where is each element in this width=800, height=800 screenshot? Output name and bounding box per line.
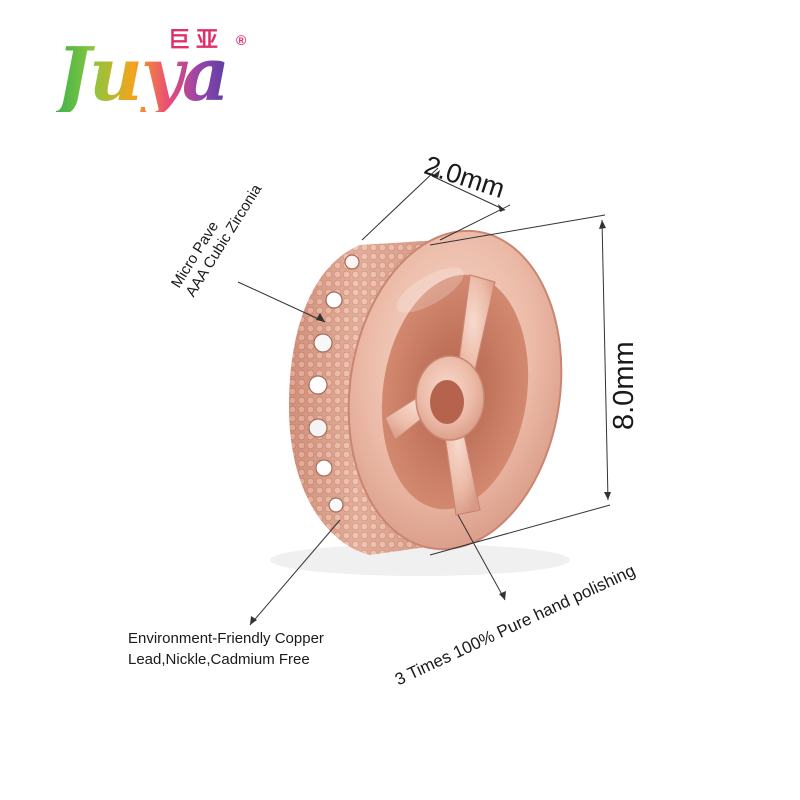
bead-face: [347, 229, 563, 551]
logo-chinese-text: 巨亚: [168, 28, 225, 53]
bead-shadow: [270, 544, 570, 576]
material-label: Environment-Friendly Copper Lead,Nickle,…: [128, 628, 324, 670]
logo-wordmark: Juya: [56, 32, 230, 118]
registered-mark: ®: [236, 32, 247, 48]
copper-line: Environment-Friendly Copper: [128, 630, 324, 647]
dimension-arrowheads: [250, 170, 611, 625]
brand-logo: Juya 巨亚 ®: [50, 22, 280, 132]
lead-free-line: Lead,Nickle,Cadmium Free: [128, 651, 310, 668]
dimension-lines: [237, 167, 611, 626]
gem-row: [308, 254, 360, 513]
bead-rim: [289, 240, 440, 555]
diameter-dimension-label: 8.0mm: [608, 341, 640, 430]
